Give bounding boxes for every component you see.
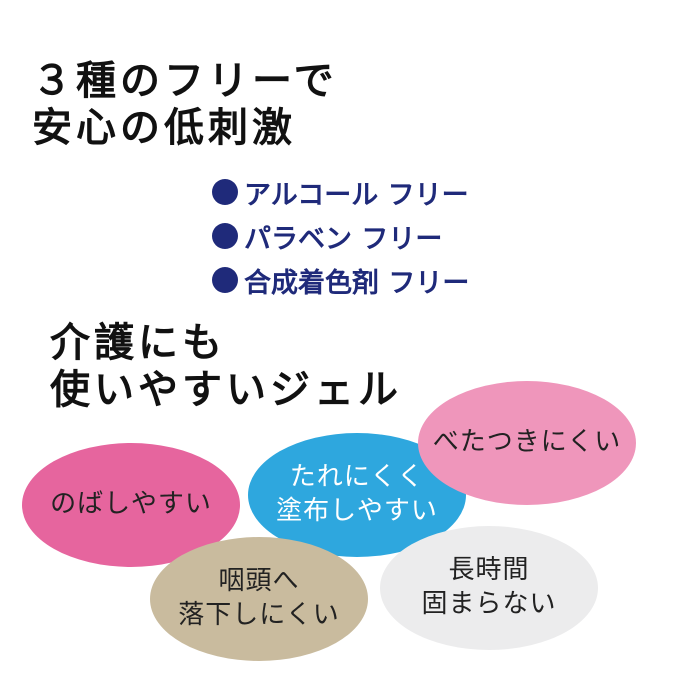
- bubble-not-sticky: べたつきにくい: [418, 381, 636, 505]
- filled-circle-bullet-icon: [212, 223, 238, 249]
- bubble-pharynx-safe: 咽頭へ 落下しにくい: [150, 537, 368, 661]
- free-item-alcohol: アルコール フリー: [212, 170, 469, 214]
- free-item-label: 合成着色剤 フリー: [244, 267, 470, 299]
- free-features-list: アルコール フリー パラベン フリー 合成着色剤 フリー: [212, 170, 469, 302]
- bubble-text-line: 固まらない: [421, 589, 557, 619]
- headline-care-gel-line2: 使いやすいジェル: [50, 367, 402, 414]
- free-item-paraben: パラベン フリー: [212, 214, 469, 258]
- headline-three-free-line2: 安心の低刺激: [32, 105, 296, 152]
- filled-circle-bullet-icon: [212, 179, 238, 205]
- bubble-text-line: たれにくく: [289, 462, 425, 493]
- headline-three-free-line1: ３種のフリーで: [32, 58, 338, 104]
- bubble-text-line: べたつきにくい: [432, 427, 622, 458]
- filled-circle-bullet-icon: [212, 267, 238, 293]
- free-item-label: アルコール フリー: [244, 179, 469, 211]
- bubble-text-line: 塗布しやすい: [276, 496, 438, 526]
- bubble-text-line: 長時間: [448, 555, 530, 586]
- free-item-label: パラベン フリー: [244, 223, 443, 255]
- headline-three-free: ３種のフリーで 安心の低刺激: [32, 58, 338, 152]
- bubble-text-line: 落下しにくい: [178, 600, 340, 630]
- bubble-text-line: 咽頭へ: [218, 566, 300, 597]
- bubble-long-lasting: 長時間 固まらない: [380, 526, 598, 650]
- headline-care-gel-line1: 介護にも: [50, 320, 226, 366]
- headline-care-gel: 介護にも 使いやすいジェル: [50, 320, 402, 414]
- free-item-colorant: 合成着色剤 フリー: [212, 258, 469, 302]
- bubble-text-line: のばしやすい: [50, 489, 212, 520]
